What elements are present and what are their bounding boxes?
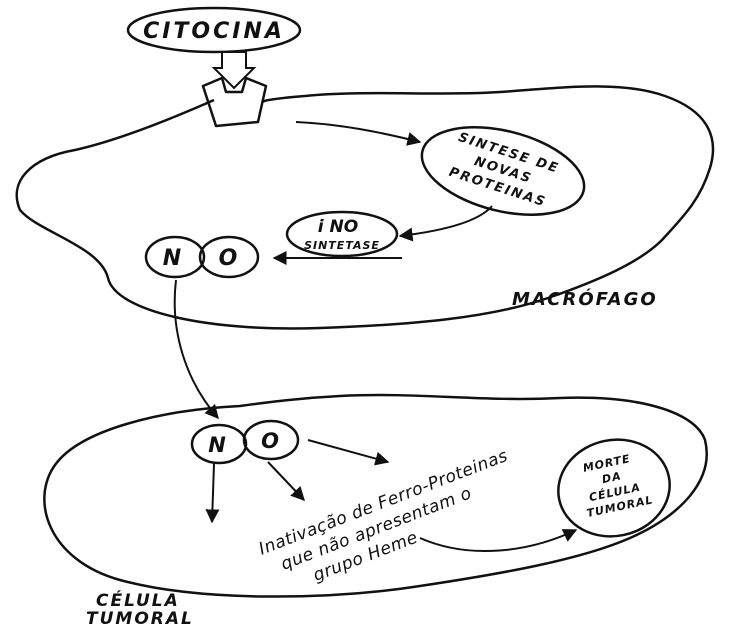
no-synthase-node: i NO SINTETASE — [285, 210, 399, 258]
macrophage-membrane — [15, 85, 715, 330]
synthesis-to-synthase-arrow — [398, 205, 493, 242]
o-atom-label: O — [261, 429, 279, 453]
no-molecule-macrophage: N O — [144, 235, 260, 279]
n-atom-label: N — [208, 433, 226, 457]
tumor-death-node: MORTE DA CÉLULA TUMORAL — [557, 438, 671, 538]
no-effect-arrow-down — [205, 463, 220, 524]
no-effect-arrow-diag — [267, 461, 305, 502]
inactivation-to-death-arrow — [419, 529, 578, 552]
no-synthase-oval — [285, 210, 399, 258]
o-atom — [198, 235, 260, 279]
cytokine-arrow — [211, 51, 257, 90]
no-synthase-line1: i NO — [318, 217, 358, 237]
no-synthase-line2: SINTETASE — [304, 239, 380, 252]
protein-synthesis-node: SINTESE DE NOVAS PROTEINAS — [420, 126, 586, 216]
n-atom — [144, 235, 206, 279]
receptor-icon — [201, 76, 268, 128]
tumor-cell-label-line2: TUMORAL — [86, 609, 194, 626]
no-effect-arrow-right — [307, 439, 390, 466]
tumor-death-line2: DA — [601, 469, 623, 486]
o-atom — [242, 419, 300, 461]
tumor-cell-label-line1: CÉLULA — [96, 589, 180, 611]
cytokine-label: CITOCINA — [143, 19, 285, 44]
macrophage-label: MACRÓFAGO — [512, 288, 658, 310]
inactivation-text: Inativação de Ferro-Proteinas que não ap… — [256, 446, 511, 586]
tumor-death-oval — [557, 438, 671, 538]
no-molecule-tumor: N O — [190, 419, 300, 465]
o-atom-label: O — [219, 246, 238, 271]
cytokine-node: CITOCINA — [126, 6, 302, 54]
signal-arrow — [295, 121, 422, 146]
n-atom-label: N — [163, 246, 181, 271]
protein-synthesis-oval — [420, 126, 586, 216]
tumor-cell-membrane — [43, 393, 708, 598]
no-diffusion-arrow — [173, 279, 219, 420]
n-atom — [190, 423, 248, 465]
cytokine-bubble — [126, 6, 302, 54]
